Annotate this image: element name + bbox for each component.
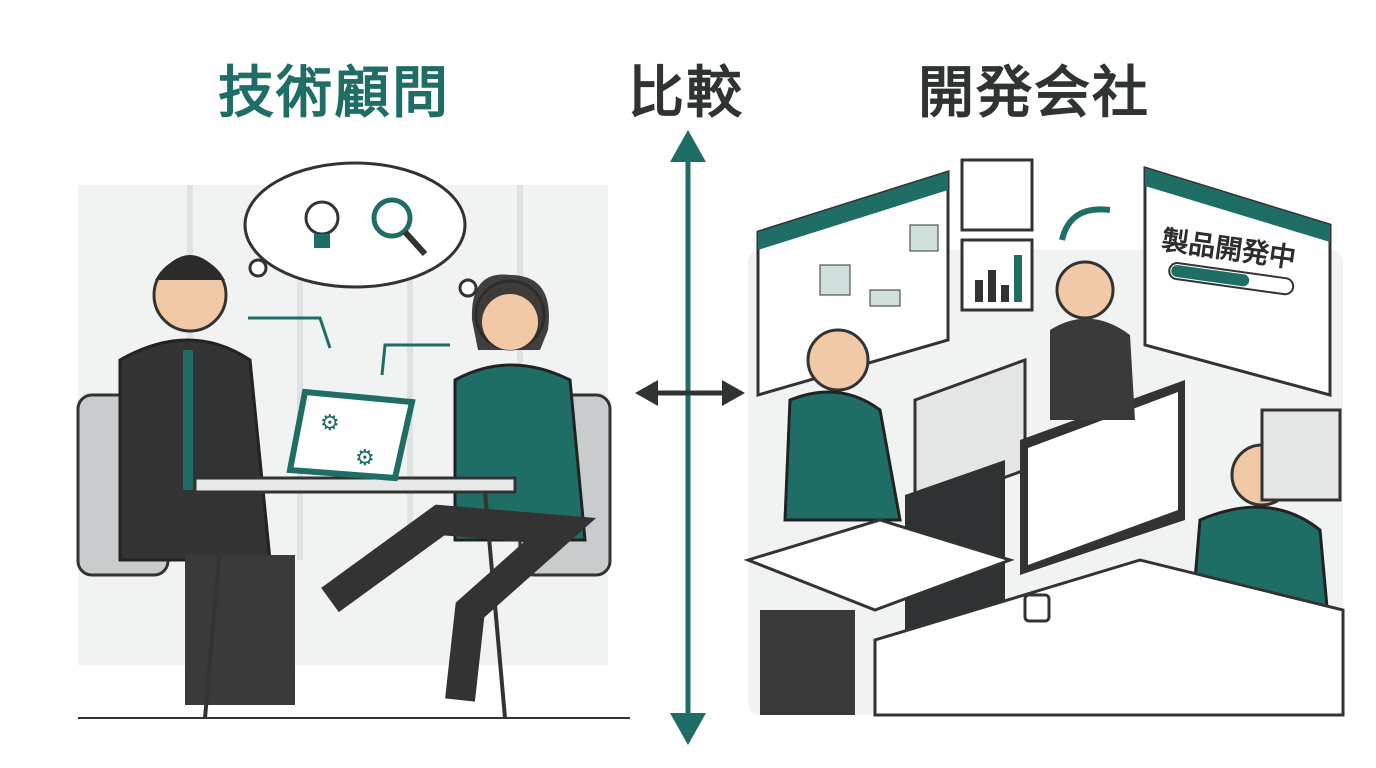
developer-2 xyxy=(1050,260,1135,420)
kanban-board xyxy=(756,169,950,397)
gear-icon: ⚙ xyxy=(355,446,375,471)
flow-arrow xyxy=(248,316,332,349)
arrow-right-icon xyxy=(722,380,745,406)
product-screen xyxy=(1143,165,1332,397)
thought-cloud xyxy=(243,161,478,298)
developer-1 xyxy=(783,328,902,522)
magnifier-icon xyxy=(371,197,428,257)
title-comparison: 比較 xyxy=(628,61,744,126)
gear-icon: ⚙ xyxy=(320,411,340,436)
desk xyxy=(743,518,1015,612)
desk xyxy=(873,558,1345,717)
title-technical-advisor: 技術顧問 xyxy=(218,61,450,126)
dev-company-scene xyxy=(743,158,1345,717)
server-rack xyxy=(1260,408,1342,502)
arrow-up-icon xyxy=(670,130,706,162)
progress-bar xyxy=(1168,262,1295,296)
title-development-company: 開発会社 xyxy=(918,61,1150,126)
lightbulb-icon xyxy=(304,200,340,248)
arrow-down-icon xyxy=(670,713,706,745)
list-panel xyxy=(960,158,1034,232)
comparison-arrows xyxy=(635,130,745,745)
pc-tower xyxy=(760,610,855,715)
advisor-scene: ⚙ ⚙ xyxy=(76,161,630,719)
bar-chart-panel xyxy=(960,238,1034,312)
advisor-man xyxy=(118,255,295,705)
arrow-left-icon xyxy=(635,380,658,406)
mug-icon xyxy=(1023,593,1051,623)
flow-arrow xyxy=(380,343,450,376)
curved-arrow-icon xyxy=(1059,206,1111,241)
advisor-woman xyxy=(321,274,597,702)
table xyxy=(193,476,517,494)
tablet: ⚙ ⚙ xyxy=(286,388,416,482)
